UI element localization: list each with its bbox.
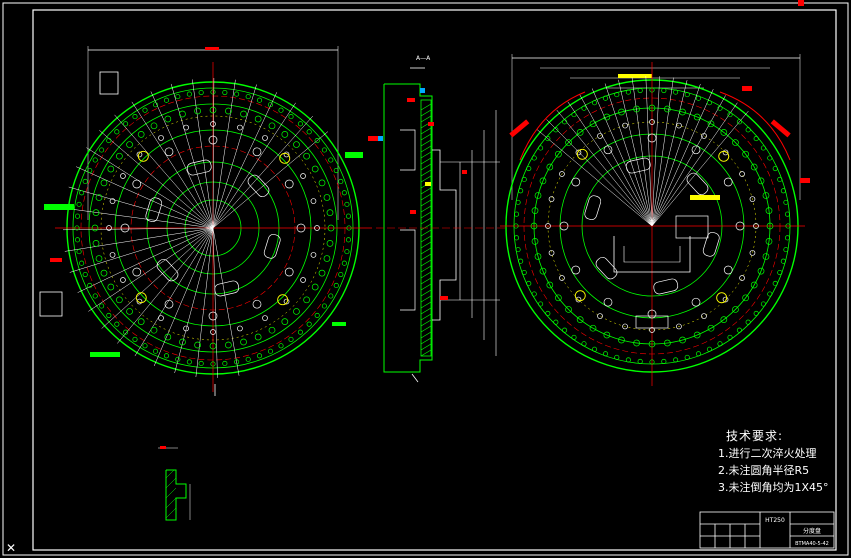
title-block [699,511,835,549]
note-item-3: 3.未注倒角均为1X45° [718,481,829,494]
title-block-drawing-no: BTMA40-5-42 [795,541,829,547]
technical-notes: 技术要求: 1.进行二次淬火处理 2.未注圆角半径R5 3.未注倒角均为1X45… [718,428,848,496]
left-disc-view [39,46,372,396]
section-label: A—A [416,55,431,62]
title-block-material: HT250 [765,517,785,524]
section-view [368,67,505,383]
notes-title: 技术要求: [726,429,784,443]
right-disc-view [500,54,810,386]
note-item-1: 1.进行二次淬火处理 [718,447,817,460]
inner-frame [32,9,837,551]
corner-marker [798,0,804,6]
note-item-2: 2.未注圆角半径R5 [718,464,810,477]
svg-text:✕: ✕ [6,541,16,555]
detail-view [158,446,191,521]
title-block-part-name: 分度盘 [803,527,821,535]
